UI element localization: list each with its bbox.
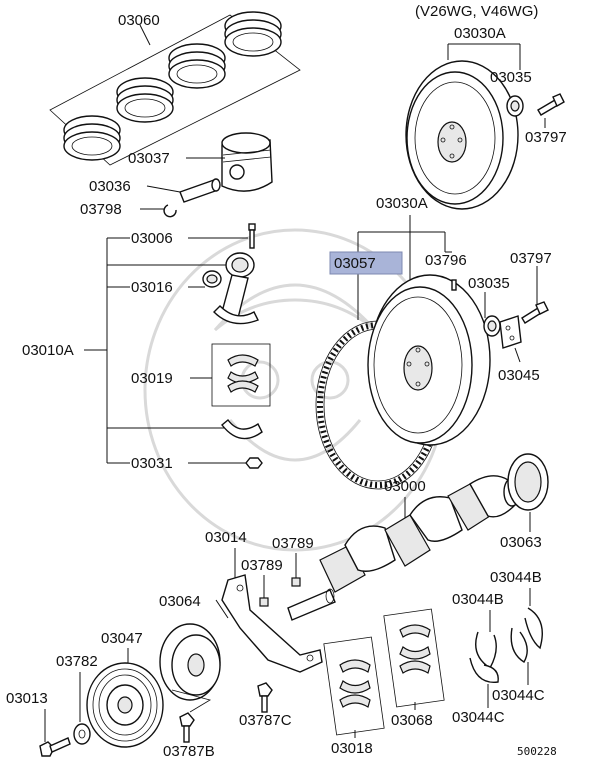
main-bearing-box-a [323,636,385,736]
label-03019: 03019 [131,370,173,387]
variants-note: (V26WG, V46WG) [415,3,538,20]
label-03014: 03014 [205,529,247,546]
pulley-bolt[interactable] [39,737,71,757]
label-03044C-b: 03044C [492,687,545,704]
conrod-bearing[interactable] [227,354,259,393]
label-03036: 03036 [89,178,131,195]
bearing-box [211,343,271,407]
label-03037: 03037 [128,150,170,167]
label-03797-top: 03797 [525,129,567,146]
label-03045: 03045 [498,367,540,384]
snap-ring[interactable] [163,204,177,218]
label-03016: 03016 [131,279,173,296]
label-03031: 03031 [131,455,173,472]
label-03782: 03782 [56,653,98,670]
main-bearing-b[interactable] [399,624,431,674]
oil-seal[interactable] [507,453,549,511]
woodruff-key-b[interactable] [259,597,269,607]
diagram-code: 500228 [517,745,557,758]
flywheel-bolt-mid[interactable] [521,301,549,324]
label-03068: 03068 [391,712,433,729]
piston[interactable] [221,132,273,192]
pilot-bushing-top[interactable] [506,95,524,117]
label-03044C-a: 03044C [452,709,505,726]
conrod-bolt[interactable] [248,223,256,249]
main-bearing-box-b [383,608,445,708]
label-03044B-a: 03044B [490,569,542,586]
crankshaft-pulley[interactable] [86,662,164,748]
label-03057[interactable]: 03057 [334,255,376,272]
label-03787C: 03787C [239,712,292,729]
highlight-03057 [329,251,403,275]
label-03000: 03000 [384,478,426,495]
label-03030A-mid: 03030A [376,195,428,212]
label-03044B-b: 03044B [452,591,504,608]
sensor-plate-bolt[interactable] [179,712,195,743]
pilot-bushing-mid[interactable] [483,315,501,337]
small-end-bushing[interactable] [202,270,222,288]
flywheel-top[interactable] [405,60,519,210]
label-03789b: 03789 [241,557,283,574]
label-03006: 03006 [131,230,173,247]
flywheel-mid[interactable] [367,274,491,446]
crankshaft[interactable] [287,475,521,621]
crank-sensor-plate[interactable] [159,623,221,701]
label-03064: 03064 [159,593,201,610]
connecting-rod[interactable] [213,252,259,325]
label-03013: 03013 [6,690,48,707]
conrod-nut[interactable] [245,457,263,469]
label-03789a: 03789 [272,535,314,552]
label-03796: 03796 [425,252,467,269]
label-03787B: 03787B [163,743,215,760]
label-03798: 03798 [80,201,122,218]
label-03010A: 03010A [22,342,74,359]
thrust-washer-c2[interactable] [510,627,528,663]
plate-bolt[interactable] [257,682,273,713]
label-03063: 03063 [500,534,542,551]
label-03035-top: 03035 [490,69,532,86]
label-03030A-top: 03030A [454,25,506,42]
thrust-washer-c1[interactable] [469,657,499,683]
rod-cap[interactable] [221,418,263,440]
bolt-plate[interactable] [499,315,522,349]
piston-pin[interactable] [179,178,221,203]
piston-rings-set[interactable] [49,11,301,166]
label-03797-mid: 03797 [510,250,552,267]
main-bearing-a[interactable] [339,659,371,708]
woodruff-key-a[interactable] [291,577,301,587]
flywheel-bolt-top[interactable] [537,93,565,116]
label-03035-mid: 03035 [468,275,510,292]
dowel-pin[interactable] [451,279,457,291]
label-03018: 03018 [331,740,373,757]
pulley-washer[interactable] [73,723,91,745]
label-03060: 03060 [118,12,160,29]
timing-plate[interactable] [221,574,323,673]
thrust-washer-b2[interactable] [524,607,543,650]
label-03047: 03047 [101,630,143,647]
